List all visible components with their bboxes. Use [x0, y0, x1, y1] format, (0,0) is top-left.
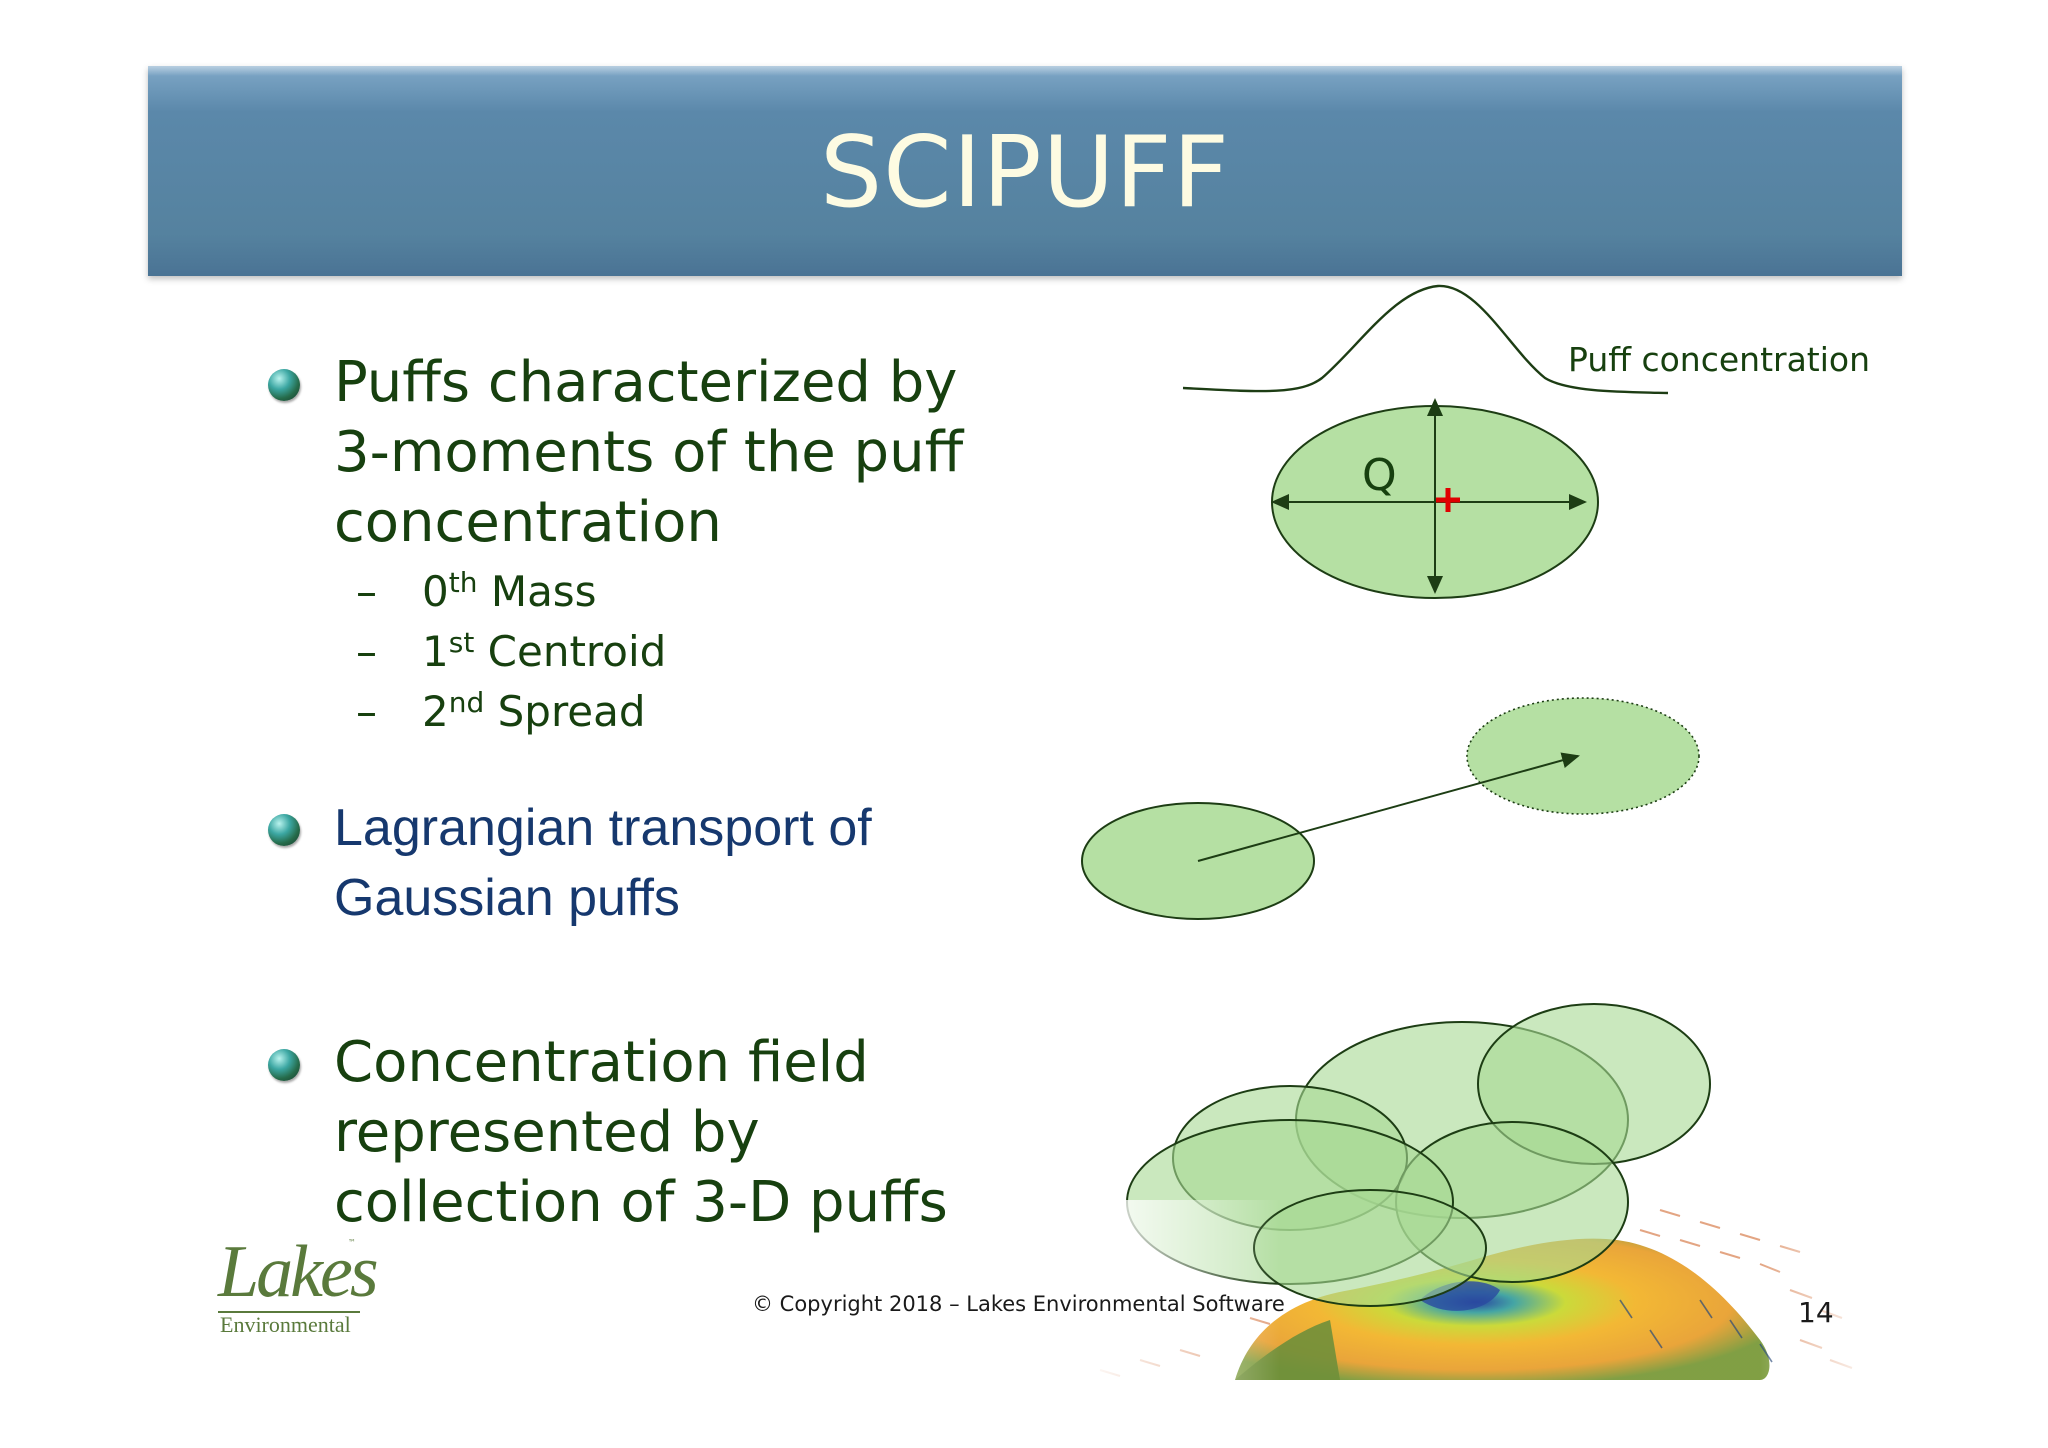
sub-item-ordinal: nd [448, 686, 485, 719]
bullet-1-line-3: concentration [334, 490, 722, 555]
bullet-3-line-1: Concentration field [334, 1030, 869, 1095]
centroid-marker [1436, 488, 1460, 512]
bullet-globe-icon [268, 1049, 300, 1081]
sub-item-number: 1 [422, 627, 449, 676]
copyright-notice: © Copyright 2018 – Lakes Environmental S… [752, 1292, 1285, 1316]
sub-item-ordinal: th [448, 566, 478, 599]
bullet-2-line-2: Gaussian puffs [334, 869, 680, 927]
transport-arrow [1197, 752, 1580, 862]
sub-item-mass: –0th Mass [356, 566, 597, 618]
gaussian-curve [1182, 284, 1669, 395]
lakes-logo: Lakes ™ Environmental [216, 1232, 379, 1337]
bullet-1-line-1: Puffs characterized by [334, 350, 958, 415]
bullet-2-line-1: Lagrangian transport of [334, 799, 872, 857]
sub-item-label: Centroid [487, 627, 667, 676]
sub-item-centroid: –1st Centroid [356, 626, 666, 678]
logo-divider [218, 1311, 360, 1313]
bullet-globe-icon [268, 369, 300, 401]
logo-trademark: ™ [348, 1238, 356, 1247]
bullet-globe-icon [268, 814, 300, 846]
sub-item-label: Mass [490, 567, 597, 616]
sub-item-spread: –2nd Spread [356, 686, 646, 738]
logo-subtitle: Environmental [220, 1312, 351, 1337]
slide-title: SCIPUFF [819, 116, 1231, 230]
sub-item-ordinal: st [448, 626, 475, 659]
logo-wordmark: Lakes [218, 1231, 379, 1313]
sub-item-number: 2 [422, 687, 449, 736]
q-label: Q [1362, 450, 1397, 501]
puff-concentration-label: Puff concentration [1568, 340, 1871, 379]
bullet-1-line-2: 3-moments of the puff [334, 420, 964, 485]
title-bar: SCIPUFF [148, 66, 1902, 276]
sub-item-dash: – [356, 687, 377, 736]
sub-item-label: Spread [497, 687, 646, 736]
bullet-3-line-2: represented by [334, 1100, 760, 1165]
puff-ellipse-destination [1466, 697, 1700, 815]
sub-item-dash: – [356, 627, 377, 676]
bullet-3-line-3: collection of 3-D puffs [334, 1170, 948, 1235]
sub-item-dash: – [356, 567, 377, 616]
page-number: 14 [1798, 1296, 1834, 1329]
sub-item-number: 0 [422, 567, 449, 616]
